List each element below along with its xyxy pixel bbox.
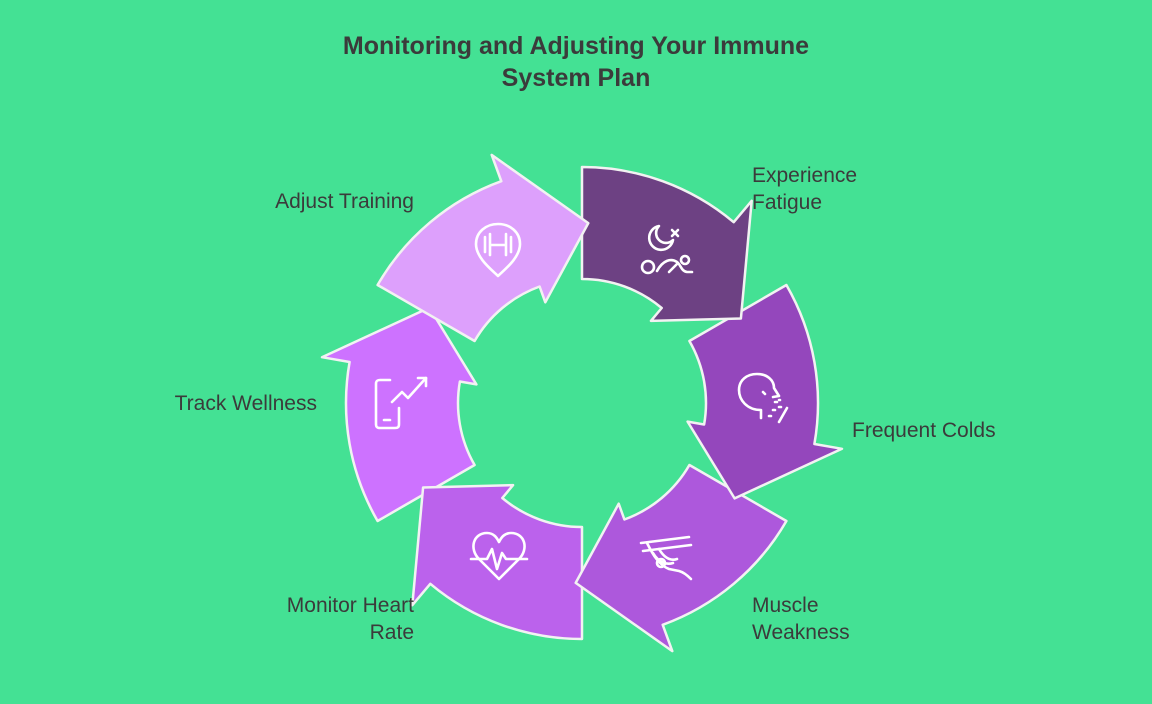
label-line: Fatigue: [752, 191, 823, 214]
sneezing-face-icon: [737, 372, 789, 424]
title-line-2: System Plan: [501, 64, 651, 92]
arrow-segment-adjust-training: [376, 153, 590, 343]
title-line-1: Monitoring and Adjusting Your Immune: [342, 32, 810, 60]
label-monitor-heart-rate: Monitor Heart Rate: [214, 592, 414, 646]
label-line: Adjust Training: [275, 190, 414, 213]
label-line: Frequent Colds: [852, 419, 996, 442]
label-track-wellness: Track Wellness: [117, 390, 317, 417]
dumbbell-pin-icon: [474, 222, 522, 278]
heart-pulse-icon: [469, 531, 529, 581]
moon-person-lying-icon: [640, 224, 694, 275]
label-line: Rate: [369, 621, 414, 644]
phone-trend-up-icon: [374, 376, 428, 430]
arrow-segment-monitor-heart-rate: [411, 483, 584, 641]
label-adjust-training: Adjust Training: [214, 188, 414, 215]
cycle-icons: [374, 222, 789, 581]
arrow-segment-muscle-weakness: [574, 463, 788, 653]
label-line: Monitor Heart: [286, 594, 414, 617]
label-line: Track Wellness: [174, 392, 317, 415]
label-line: Experience: [752, 164, 858, 187]
label-line: Weakness: [752, 621, 850, 644]
arrow-segment-frequent-colds: [686, 283, 844, 500]
label-frequent-colds: Frequent Colds: [852, 417, 996, 444]
weak-hand-icon: [639, 535, 693, 581]
label-muscle-weakness: Muscle Weakness: [752, 592, 850, 646]
diagram-title: Monitoring and Adjusting Your Immune Sys…: [276, 30, 876, 94]
label-line: Muscle: [752, 594, 819, 617]
label-experience-fatigue: Experience Fatigue: [752, 162, 857, 216]
